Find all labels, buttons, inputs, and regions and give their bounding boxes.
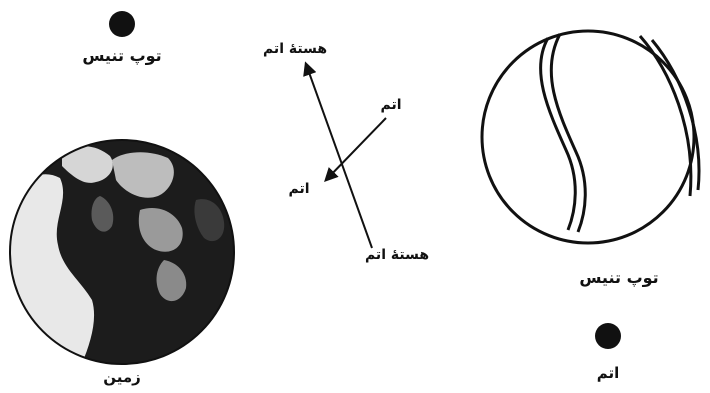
earth-globe-icon — [10, 140, 234, 368]
atom-dot-label: اتم — [578, 366, 638, 381]
small-tennis-ball-dot-icon — [109, 11, 135, 37]
atom-arrow — [326, 118, 386, 180]
tennis-ball-icon — [482, 31, 699, 243]
nucleus-bottom-label: هستهٔ اتم — [352, 248, 442, 262]
small-tennis-ball-label: توپ تنیس — [62, 48, 182, 64]
nucleus-arrow — [306, 64, 372, 248]
atom-bottom-label: اتم — [274, 182, 324, 196]
atom-top-label: اتم — [366, 98, 416, 112]
atom-dot-icon — [595, 323, 621, 349]
earth-label: زمین — [92, 370, 152, 385]
nucleus-top-label: هستهٔ اتم — [250, 42, 340, 56]
tennis-ball-label: توپ تنیس — [564, 270, 674, 286]
